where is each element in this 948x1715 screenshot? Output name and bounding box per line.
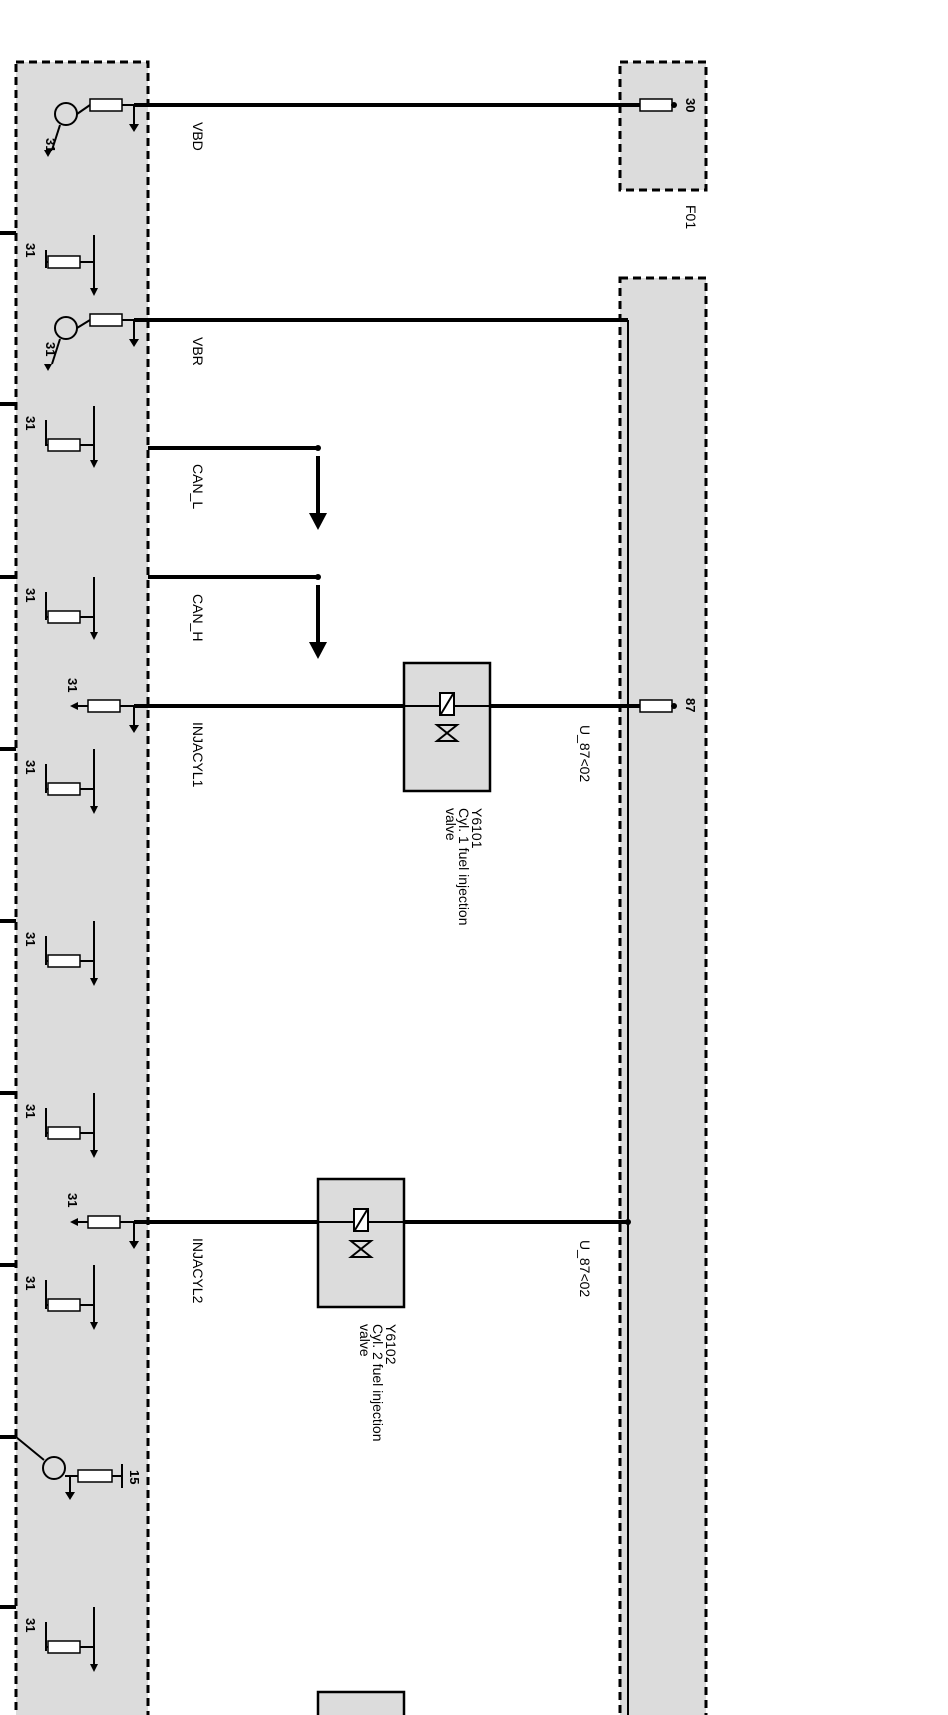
ground-resistor-1 xyxy=(0,231,98,296)
component-name-y6101: Cyl. 1 fuel injection xyxy=(456,808,472,926)
ground-label: 31 xyxy=(23,243,38,257)
vbd-circuit xyxy=(44,98,677,157)
signal-label-can-l: CAN_L xyxy=(190,464,206,509)
ground-label: 31 xyxy=(43,138,58,152)
ground-label: 31 xyxy=(23,932,38,946)
component-id-y6102: Y6102 xyxy=(383,1324,399,1365)
ground-resistor-5 xyxy=(0,919,98,986)
component-name2-y6102: valve xyxy=(357,1324,373,1357)
component-name-y6102: Cyl. 2 fuel injection xyxy=(370,1324,386,1442)
ground-label: 31 xyxy=(23,588,38,602)
ground-label: 31 xyxy=(23,1104,38,1118)
vbr-circuit xyxy=(44,313,628,371)
ground-resistor-4 xyxy=(0,747,98,814)
relay-box xyxy=(618,276,708,1715)
ground-label: 31 xyxy=(23,416,38,430)
fuse-terminal-label: 30 xyxy=(683,98,698,112)
supply-label-1: U_87<02 xyxy=(577,725,593,782)
injection-valve-cyl1 xyxy=(402,661,492,793)
injacyl2-circuit xyxy=(70,1177,631,1309)
ground-label: 31 xyxy=(23,760,38,774)
signal-label-vbr: VBR xyxy=(190,337,206,366)
ground-label: 31 xyxy=(23,1276,38,1290)
supply-label-2: U_87<02 xyxy=(577,1240,593,1297)
ignition-transistor xyxy=(0,1435,123,1500)
fuse-box xyxy=(618,60,708,192)
signal-label-injacyl1: INJACYL1 xyxy=(190,722,206,788)
ground-label: 31 xyxy=(43,342,58,356)
fuse-id-label: F01 xyxy=(683,205,699,229)
ground-resistor-7 xyxy=(0,1263,98,1330)
ignition-terminal-label: 15 xyxy=(127,1470,142,1484)
signal-label-injacyl2: INJACYL2 xyxy=(190,1238,206,1304)
signal-label-vbd: VBD xyxy=(190,122,206,151)
can-l-circuit xyxy=(148,445,327,530)
ground-resistor-3 xyxy=(0,575,98,640)
injection-valve-cyl2 xyxy=(316,1177,406,1309)
ground-label: 31 xyxy=(23,1618,38,1632)
relay-terminal-label: 87 xyxy=(683,698,698,712)
ground-resistor-2 xyxy=(0,402,98,468)
control-unit-box xyxy=(14,60,150,1715)
ground-resistor-6 xyxy=(0,1091,98,1158)
ground-label: 31 xyxy=(65,1193,80,1207)
can-h-circuit xyxy=(148,574,327,659)
injacyl1-circuit xyxy=(70,661,677,793)
signal-label-can-h: CAN_H xyxy=(190,594,206,641)
component-name2-y6101: valve xyxy=(443,808,459,841)
ground-label: 31 xyxy=(65,678,80,692)
ground-resistor-8 xyxy=(0,1605,98,1672)
component-id-y6101: Y6101 xyxy=(469,808,485,849)
partial-component xyxy=(316,1690,406,1715)
